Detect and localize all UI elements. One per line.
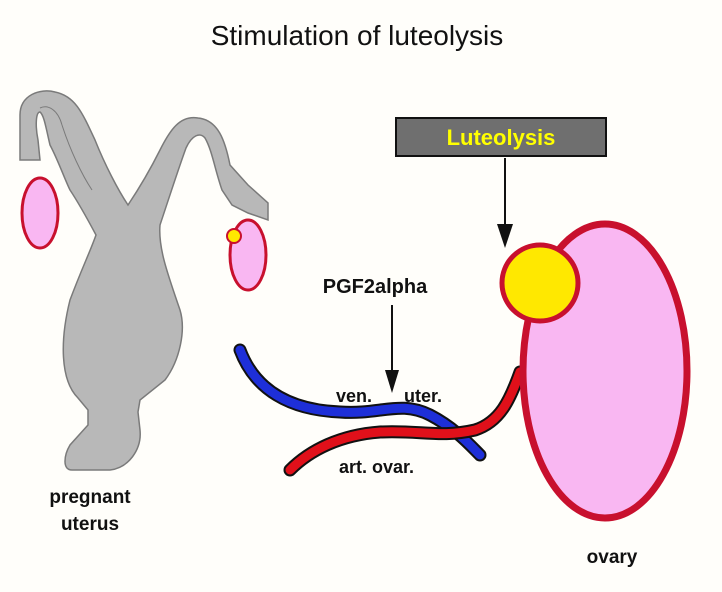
uterus-shape — [19, 90, 269, 471]
uterus-label-line2: uterus — [61, 514, 119, 535]
vein-label: ven. — [336, 386, 372, 406]
small-corpus-luteum — [226, 228, 242, 244]
ovary-label: ovary — [587, 547, 638, 568]
uterine-horn-edge — [39, 106, 93, 191]
luteolysis-box — [395, 117, 607, 157]
uterine-label: uter. — [404, 386, 442, 406]
pgf-arrow-head — [385, 370, 399, 393]
luteolysis-label: Luteolysis — [447, 125, 556, 150]
uterus-label-line1: pregnant — [49, 487, 131, 508]
diagram-title: Stimulation of luteolysis — [211, 20, 504, 51]
ovarian-artery-label: art. ovar. — [339, 457, 414, 477]
luteolysis-arrow-head — [497, 224, 513, 248]
corpus-luteum — [499, 242, 581, 324]
pgf-label: PGF2alpha — [323, 276, 428, 298]
ovarian-artery-fill — [285, 367, 525, 475]
left-ovary — [20, 176, 60, 250]
